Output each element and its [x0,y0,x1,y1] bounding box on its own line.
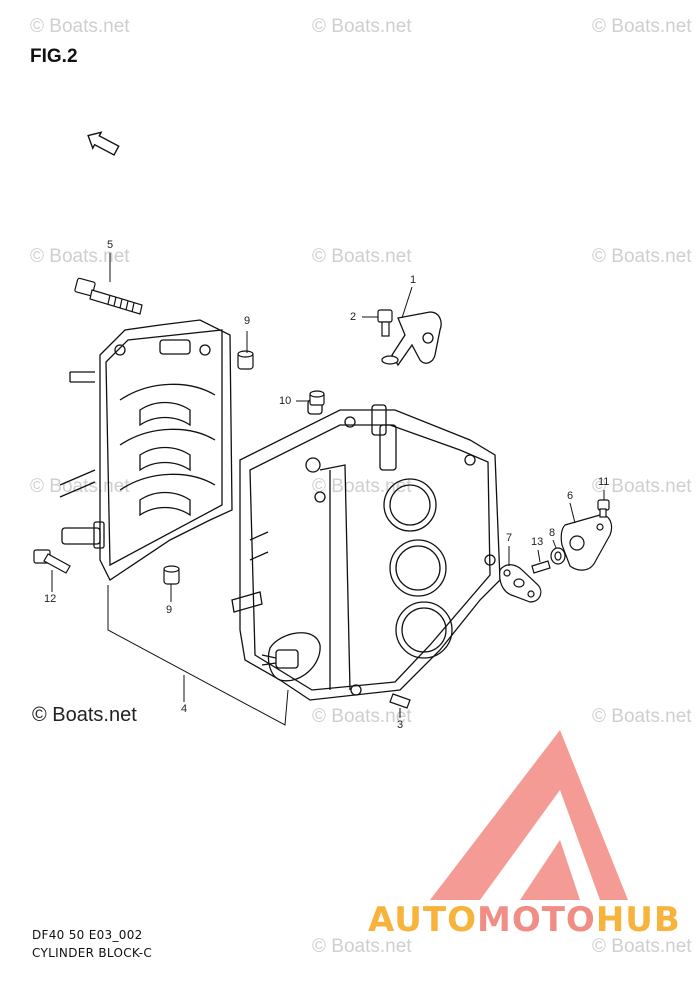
watermark: © Boats.net [312,706,412,727]
callout-1: 1 [410,274,417,286]
watermark: © Boats.net [592,936,692,957]
watermark: © Boats.net [30,16,130,37]
watermark: © Boats.net [312,936,412,957]
brand-logo-mark [430,730,628,900]
watermark: © Boats.net [312,16,412,37]
plug-part [309,390,325,406]
callout-5: 5 [107,239,114,251]
bolt-part [74,277,143,315]
figure-title: FIG.2 [30,46,78,67]
callout-11: 11 [598,476,610,488]
watermark: © Boats.net [592,246,692,267]
stud-part [389,693,411,709]
diagram-caption: CYLINDER BLOCK-C [32,946,153,960]
brand-logo-part: AUTO [368,900,477,940]
bracket-part [381,311,442,367]
watermark: © Boats.net [312,246,412,267]
watermark: © Boats.net [30,476,130,497]
callout-4: 4 [181,703,188,715]
callout-7: 7 [506,532,513,544]
cover-plate-part [560,514,613,571]
callout-2: 2 [350,311,357,323]
brand-logo-text: AUTOMOTOHUB [368,900,681,940]
brand-logo-part: MOTO [476,900,596,940]
callout-8: 8 [549,527,556,539]
bolt-part [377,309,393,337]
fwd-arrow-icon [87,131,120,156]
watermark: © Boats.net [592,706,692,727]
callout-10: 10 [279,395,292,407]
callout-12: 12 [44,593,57,605]
diagram-code: DF40 50 E03_002 [32,928,143,942]
callout-bracket [107,585,289,726]
o-ring-part [550,547,566,565]
callout-6: 6 [567,490,574,502]
watermark: © Boats.net [592,476,692,497]
gasket-part [499,564,542,603]
dowel-pin-part [163,350,254,585]
crankcase-part [59,319,233,581]
bolt-part [33,549,71,574]
watermark: © Boats.net [592,16,692,37]
brand-logo-part: HUB [595,900,681,940]
callout-3: 3 [397,719,404,731]
callout-9: 9 [244,315,251,327]
callout-13: 13 [531,536,544,548]
screw-part [531,560,551,574]
bolt-part [597,499,610,518]
cylinder-block-part [231,399,501,701]
copyright-text: © Boats.net [32,704,137,726]
watermark: © Boats.net [30,246,130,267]
watermark: © Boats.net [312,476,412,497]
callout-9: 9 [166,604,173,616]
